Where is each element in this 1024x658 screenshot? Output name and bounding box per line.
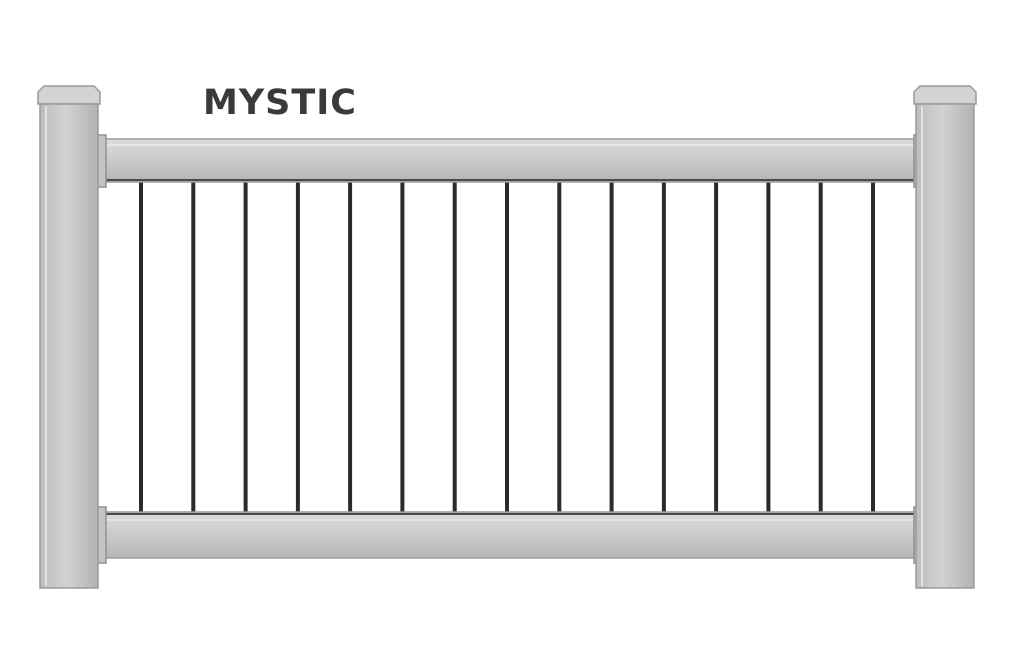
baluster	[295, 180, 300, 514]
baluster	[505, 180, 509, 514]
baluster	[818, 180, 823, 514]
baluster	[191, 180, 196, 514]
bottom-rail	[87, 506, 933, 564]
product-title: MYSTIC	[203, 83, 357, 123]
baluster	[243, 180, 248, 514]
baluster	[609, 180, 614, 514]
baluster-group	[139, 180, 875, 514]
baluster	[348, 180, 353, 514]
baluster	[452, 180, 457, 514]
baluster	[139, 180, 143, 514]
left-post	[37, 85, 101, 589]
baluster	[400, 180, 405, 514]
baluster	[766, 180, 771, 514]
baluster	[557, 180, 562, 514]
baluster	[661, 180, 666, 514]
baluster	[871, 180, 875, 514]
right-post	[913, 85, 977, 589]
top-rail	[87, 134, 933, 188]
baluster	[714, 180, 719, 514]
